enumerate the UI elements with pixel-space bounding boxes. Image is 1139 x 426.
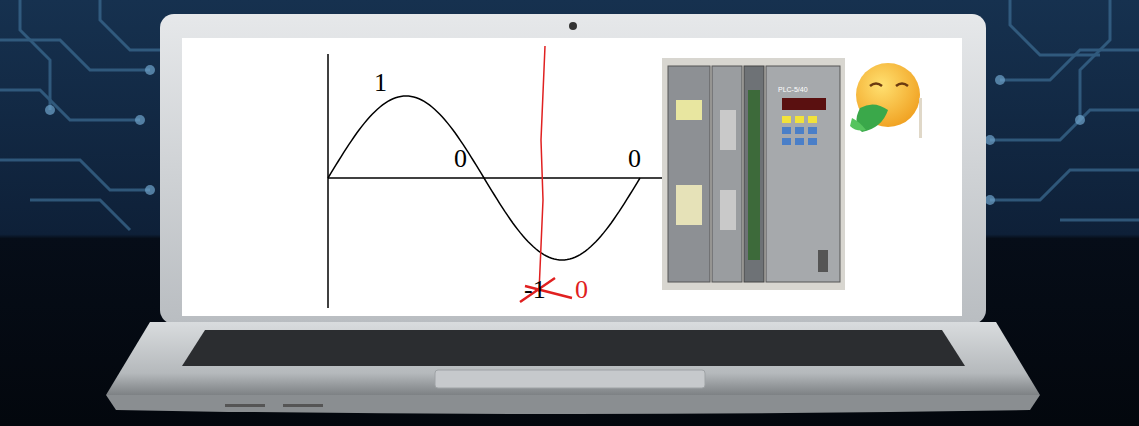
screen-bezel xyxy=(160,14,986,324)
touchpad xyxy=(435,370,705,388)
screen xyxy=(182,38,962,316)
cross-out-mark xyxy=(520,278,572,302)
plc-photo xyxy=(662,58,845,290)
nauseated-emoji xyxy=(850,63,922,138)
trough-label: -1 xyxy=(524,277,546,303)
peak-label: 1 xyxy=(374,70,387,96)
zero-label: 0 xyxy=(454,146,467,172)
keyboard xyxy=(182,330,965,366)
y-axis xyxy=(327,54,329,308)
x-axis xyxy=(328,177,662,179)
red-marker-line xyxy=(539,46,545,292)
correction-label: 0 xyxy=(575,277,588,303)
zero-label: 0 xyxy=(628,146,641,172)
laptop-base xyxy=(106,322,1040,395)
plc-model-text: PLC-5/40 xyxy=(778,86,808,93)
sine-wave xyxy=(328,96,640,260)
